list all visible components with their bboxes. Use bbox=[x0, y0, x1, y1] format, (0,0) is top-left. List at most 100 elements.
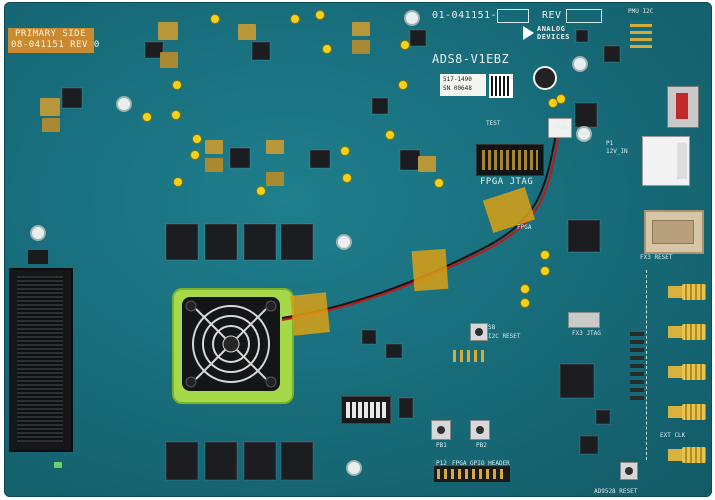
test-point bbox=[322, 44, 332, 54]
ad9528-clock-chip bbox=[560, 364, 594, 398]
power-ic-7 bbox=[372, 98, 388, 114]
inductor-5 bbox=[238, 24, 256, 40]
s8-label: S8 bbox=[488, 324, 496, 331]
pb1-label: PB1 bbox=[436, 442, 447, 449]
board-outline-marking bbox=[646, 270, 657, 460]
fpga-gpio-header bbox=[434, 466, 510, 482]
fpga-jtag-label: FPGA JTAG bbox=[480, 177, 534, 187]
test-point bbox=[400, 40, 410, 50]
inductor-6 bbox=[352, 22, 370, 36]
sma-connector-5 bbox=[668, 445, 708, 465]
kapton-tape-1 bbox=[290, 292, 330, 336]
primary-side-text: PRIMARY SIDE bbox=[15, 29, 87, 39]
brand-line-2: DEVICES bbox=[537, 33, 571, 41]
p12-label: P12 bbox=[436, 460, 447, 467]
sma-connector-1 bbox=[668, 282, 708, 302]
fan-connector bbox=[548, 118, 572, 138]
mounting-hole bbox=[346, 460, 362, 476]
test-point bbox=[315, 10, 325, 20]
test-point bbox=[210, 14, 220, 24]
dip-switch[interactable] bbox=[341, 396, 391, 424]
small-ic-5 bbox=[596, 410, 610, 424]
cooling-fan bbox=[182, 297, 280, 391]
test-point bbox=[540, 250, 550, 260]
power-ic-2 bbox=[145, 42, 163, 58]
test-point bbox=[192, 134, 202, 144]
power-ic-4 bbox=[230, 148, 250, 168]
fx3-reset-label: FX3 RESET bbox=[640, 254, 673, 261]
inductor-9 bbox=[205, 158, 223, 172]
rev-label: REV bbox=[542, 10, 562, 21]
inductor-12 bbox=[418, 156, 436, 172]
test-point bbox=[342, 173, 352, 183]
ad9528-reset-button[interactable] bbox=[620, 462, 638, 480]
power-input-connector bbox=[642, 136, 690, 186]
test-point bbox=[172, 80, 182, 90]
connector-latch bbox=[677, 143, 687, 179]
status-led bbox=[54, 462, 62, 468]
mounting-hole bbox=[404, 10, 420, 26]
test-point bbox=[256, 186, 266, 196]
ddr-chip-1 bbox=[166, 224, 198, 260]
mounting-hole bbox=[30, 225, 46, 241]
power-ic-3 bbox=[252, 42, 270, 60]
rev-box bbox=[566, 9, 602, 23]
jtag-pins bbox=[482, 150, 538, 170]
power-switch bbox=[667, 86, 699, 128]
mounting-hole bbox=[572, 56, 588, 72]
power-ic-8 bbox=[410, 30, 426, 46]
ddr-chip-8 bbox=[281, 442, 313, 480]
pb1-button[interactable] bbox=[431, 420, 451, 440]
ddr-chip-2 bbox=[205, 224, 237, 260]
mounting-hole bbox=[116, 96, 132, 112]
mounting-hole bbox=[336, 234, 352, 250]
pmu-i2c-label: PMU I2C bbox=[628, 8, 654, 15]
inductor-4 bbox=[160, 52, 178, 68]
test-point bbox=[173, 177, 183, 187]
i2c-reset-label: I2C RESET bbox=[488, 333, 521, 340]
fan-label: FAN bbox=[557, 124, 568, 131]
connector-latch-top bbox=[28, 250, 48, 264]
test-point bbox=[540, 266, 550, 276]
ddr-chip-5 bbox=[166, 442, 198, 480]
test-point bbox=[556, 94, 566, 104]
p1-label: P1 bbox=[606, 140, 614, 147]
inductor-1 bbox=[40, 98, 60, 116]
test-label: TEST bbox=[486, 120, 501, 127]
power-ic-1 bbox=[62, 88, 82, 108]
pb2-label: PB2 bbox=[476, 442, 487, 449]
pb2-button[interactable] bbox=[470, 420, 490, 440]
test-point bbox=[434, 178, 444, 188]
small-ic-1 bbox=[386, 344, 402, 358]
inductor-7 bbox=[352, 40, 370, 54]
serial-sticker: 517-1490 SN 00648 bbox=[440, 74, 486, 96]
clock-buffer-chip bbox=[580, 436, 598, 454]
electrolytic-capacitor bbox=[533, 66, 557, 90]
fpga-gpio-header-label: FPGA GPIO HEADER bbox=[452, 460, 510, 467]
fan-grill-icon bbox=[185, 300, 277, 388]
primary-side-label-plate bbox=[8, 28, 94, 53]
connector-pins bbox=[17, 276, 63, 442]
fmc-connector bbox=[9, 268, 73, 452]
qr-code-sticker bbox=[489, 74, 513, 98]
ddr-chip-6 bbox=[205, 442, 237, 480]
power-ic-10 bbox=[576, 30, 588, 42]
resistor-array bbox=[630, 330, 644, 400]
test-point bbox=[520, 284, 530, 294]
sticker-id-1: 517-1490 bbox=[443, 76, 472, 83]
model-label: ADS8-V1EBZ bbox=[432, 52, 510, 66]
usb3-connector bbox=[644, 210, 704, 254]
fx3-jtag-header bbox=[568, 312, 600, 328]
fpga-jtag-header bbox=[476, 144, 544, 176]
switch-lever bbox=[676, 93, 688, 119]
inductor-10 bbox=[266, 140, 284, 154]
ext-clk-label: EXT CLK bbox=[660, 432, 686, 439]
test-point bbox=[171, 110, 181, 120]
power-ic-5 bbox=[310, 150, 330, 168]
i2c-reset-button[interactable] bbox=[470, 323, 488, 341]
fx3-jtag-label: FX3 JTAG bbox=[572, 330, 601, 337]
test-point bbox=[385, 130, 395, 140]
ddr-chip-4 bbox=[281, 224, 313, 260]
fx3-usb-controller bbox=[568, 220, 600, 252]
